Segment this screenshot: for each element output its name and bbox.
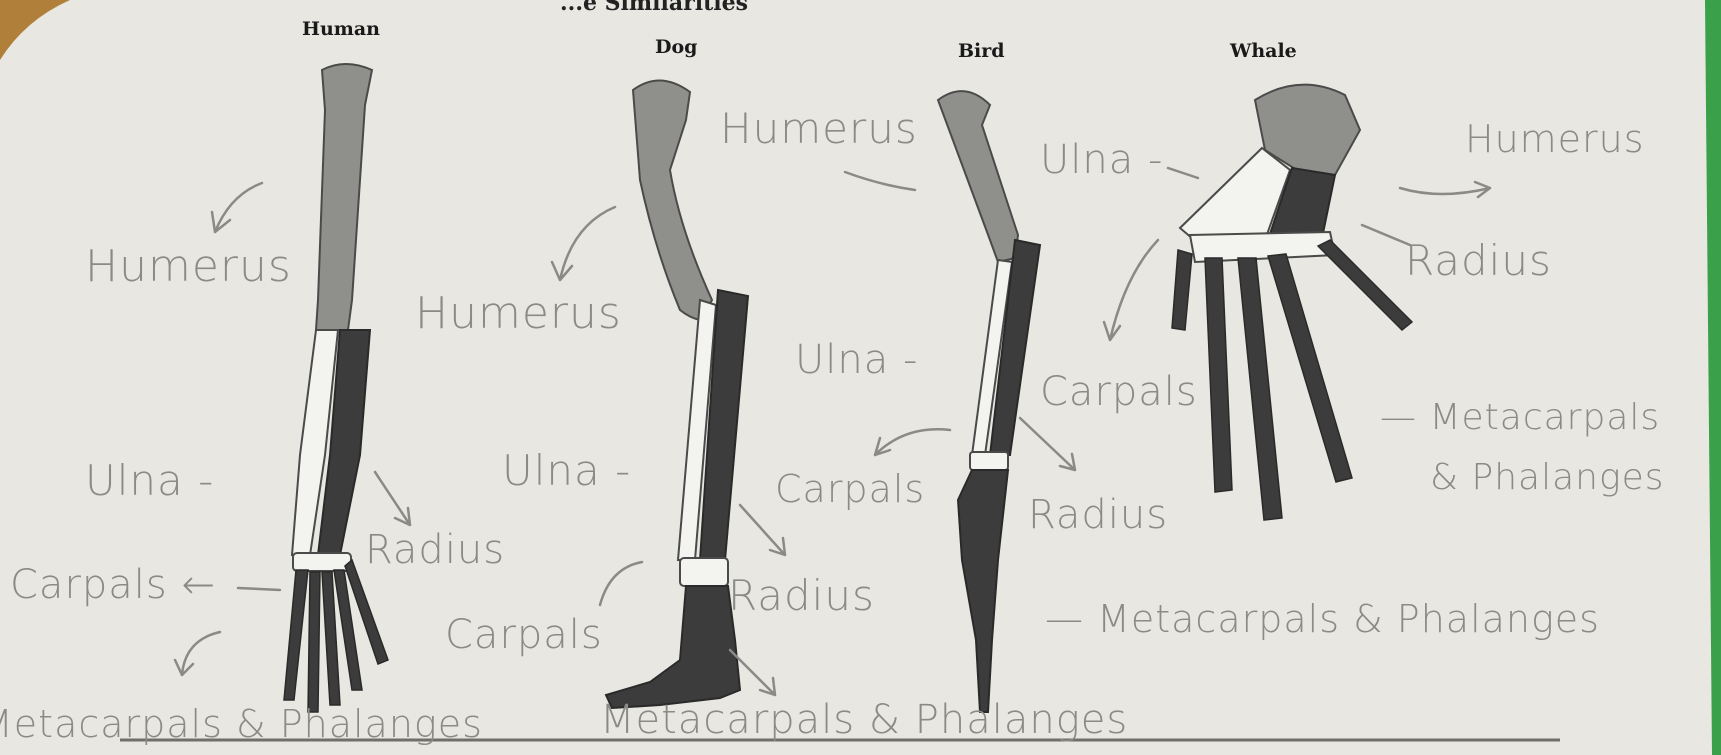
human-metacarpals-label: Metacarpals & Phalanges: [0, 705, 483, 743]
animal-name-whale: Whale: [1230, 42, 1297, 61]
human-humerus-label: Humerus: [85, 245, 292, 289]
worksheet-title: ...e Similarities: [560, 0, 748, 14]
human-radius-label: Radius: [365, 530, 505, 570]
whale-ulna-label: Ulna -: [1040, 140, 1163, 180]
bird-humerus-label: Humerus: [720, 108, 918, 150]
bird-carpals: [970, 452, 1008, 470]
bird-carpals-label: Carpals: [775, 470, 925, 508]
human-carpals: [293, 553, 351, 571]
whale-humerus-label: Humerus: [1465, 120, 1645, 158]
human-ulna-label: Ulna -: [85, 460, 214, 502]
human-carpals-label: Carpals ←: [10, 565, 216, 605]
dog-carpals-label: Carpals: [445, 615, 603, 655]
animal-name-human: Human: [302, 20, 380, 39]
animal-name-bird: Bird: [958, 42, 1005, 61]
dog-humerus-label: Humerus: [415, 292, 622, 336]
bird-radius-label: Radius: [1028, 495, 1168, 535]
bird-metacarpals-label: — Metacarpals & Phalanges: [1045, 600, 1600, 638]
dog-ulna-label: Ulna -: [502, 450, 631, 492]
whale-metacarpals-label-line2: & Phalanges: [1430, 460, 1665, 496]
whale-metacarpals-label-line1: — Metacarpals: [1380, 400, 1660, 436]
dog-carpals: [680, 558, 728, 586]
animal-name-dog: Dog: [655, 38, 697, 57]
whale-carpals-label: Carpals: [1040, 372, 1198, 412]
bird-ulna-label: Ulna -: [795, 340, 918, 380]
dog-metacarpals-label: Metacarpals & Phalanges: [600, 700, 1128, 740]
dog-radius-label: Radius: [728, 575, 875, 617]
whale-radius-label: Radius: [1405, 240, 1552, 282]
